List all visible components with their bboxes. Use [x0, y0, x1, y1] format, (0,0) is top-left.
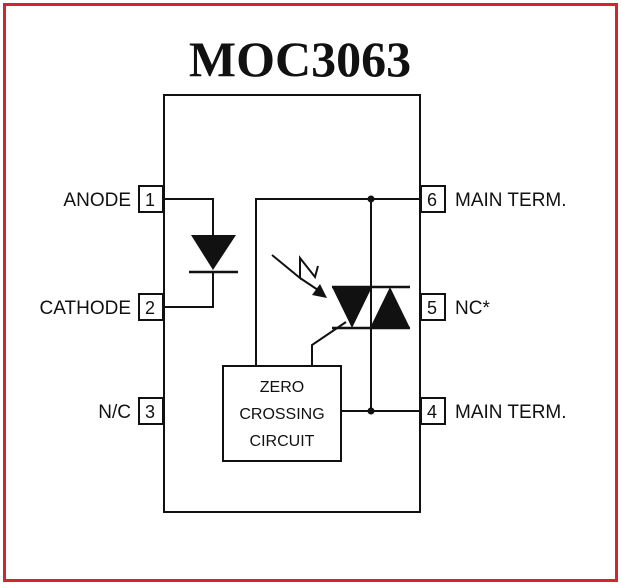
led-anode-wire — [163, 198, 214, 235]
zero-crossing-line3: CIRCUIT — [250, 433, 315, 450]
pin-5-box — [420, 293, 446, 321]
pin-4-number: 4 — [427, 402, 437, 422]
led-diode-icon — [191, 235, 236, 270]
pin-3-box — [138, 397, 164, 425]
pin-1-number: 1 — [145, 190, 155, 210]
red-border-frame — [3, 3, 618, 582]
triac-gate-wire — [311, 321, 347, 366]
zero-crossing-box — [222, 365, 342, 462]
chip-title: MOC3063 — [188, 31, 412, 87]
zero-crossing-line1: ZERO — [260, 379, 304, 396]
pin-5-number: 5 — [427, 298, 437, 318]
light-arrow-head-icon — [312, 284, 327, 298]
pin-2-label: CATHODE — [40, 298, 131, 319]
junction-dot-top — [367, 195, 375, 203]
pin-6-label: MAIN TERM. — [455, 190, 567, 211]
pin-3-label: N/C — [98, 402, 131, 423]
pin-6-number: 6 — [427, 190, 437, 210]
pin-3-number: 3 — [145, 402, 155, 422]
pin-1-label: ANODE — [63, 190, 131, 211]
pin-4-label: MAIN TERM. — [455, 402, 567, 423]
pin-5-label: NC* — [455, 298, 490, 319]
light-emission-zigzag — [271, 254, 319, 281]
triac-left-triangle-icon — [332, 287, 372, 328]
pin-2-number: 2 — [145, 298, 155, 318]
light-arrow-shaft — [299, 277, 319, 291]
triac-right-triangle-icon — [370, 287, 410, 328]
zero-crossing-line2: CROSSING — [239, 406, 324, 423]
led-cathode-wire — [163, 272, 214, 308]
junction-dot-bottom — [367, 407, 375, 415]
pin-1-box — [138, 185, 164, 213]
zc-top-wire — [255, 198, 421, 366]
